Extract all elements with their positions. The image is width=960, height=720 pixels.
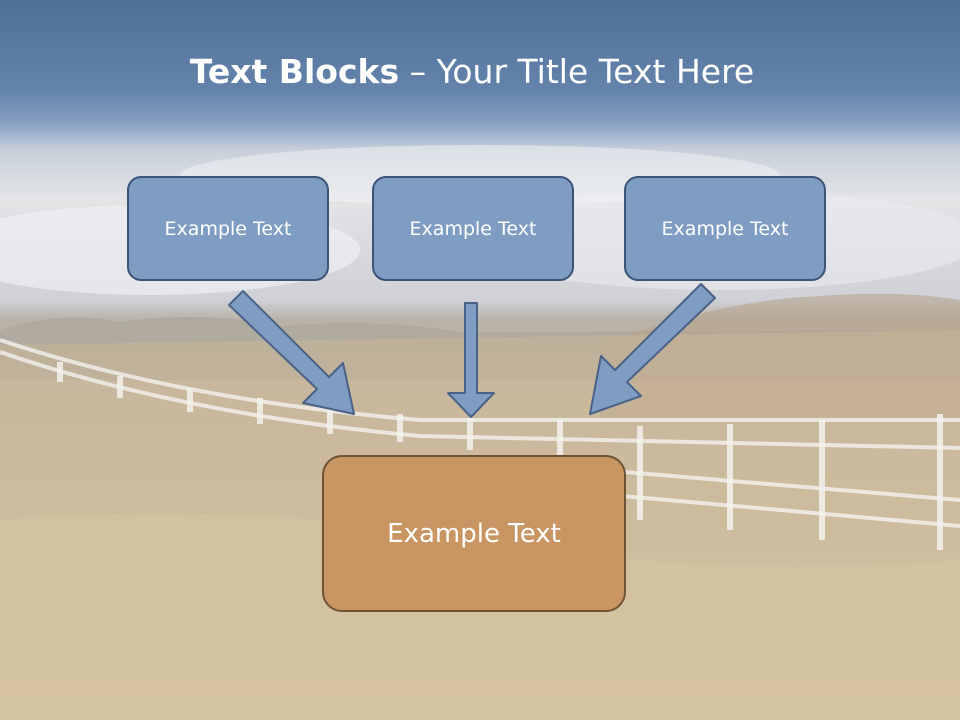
title-separator: –	[399, 52, 437, 91]
slide-title: Text Blocks – Your Title Text Here	[0, 52, 944, 91]
text-block-left[interactable]: Example Text	[127, 176, 329, 281]
title-bold: Text Blocks	[189, 52, 400, 91]
arrow-middle	[447, 302, 495, 418]
title-rest: Your Title Text Here	[436, 52, 755, 91]
arrow-left	[228, 290, 355, 415]
foreground-grass	[0, 513, 960, 720]
arrow-right	[589, 283, 716, 415]
text-block-bottom[interactable]: Example Text	[322, 455, 626, 612]
fence-posts	[57, 362, 943, 550]
fence	[0, 338, 960, 528]
text-block-right[interactable]: Example Text	[624, 176, 826, 281]
text-block-middle[interactable]: Example Text	[372, 176, 574, 281]
